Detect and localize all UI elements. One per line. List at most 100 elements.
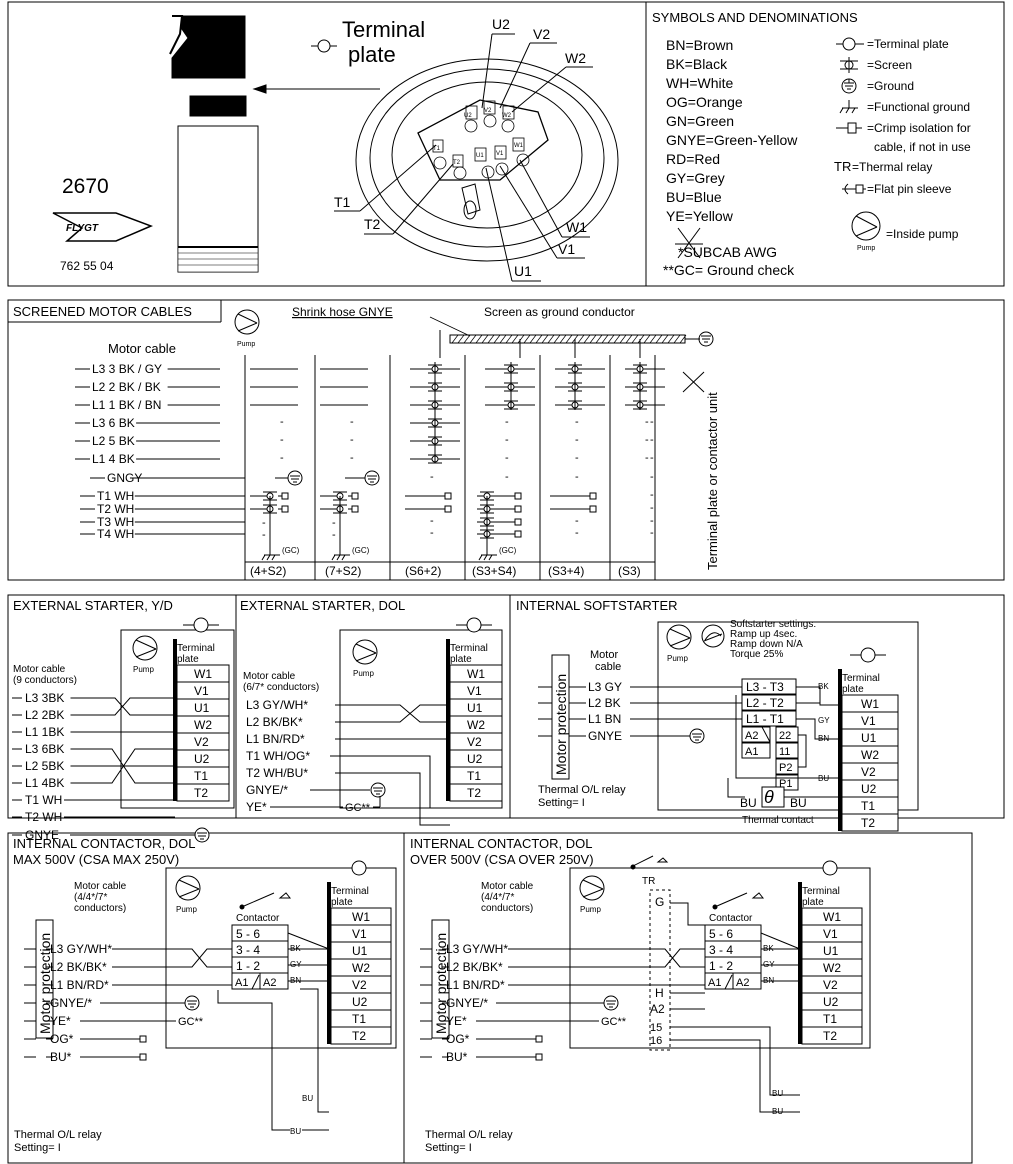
ground-circle — [364, 470, 380, 486]
column-label: (7+S2) — [325, 564, 361, 578]
terminal-label: U1 — [194, 701, 210, 715]
svg-text:WH=White: WH=White — [666, 75, 734, 91]
svg-text:=Ground: =Ground — [867, 79, 914, 93]
wire-color: BU — [290, 1127, 301, 1136]
terminal-label: U1 — [861, 731, 877, 745]
contact-label: 5 - 6 — [236, 927, 260, 941]
crimp-body — [351, 505, 359, 513]
wire-label: L1 4BK — [25, 776, 64, 790]
svg-text:W1: W1 — [514, 143, 524, 149]
wire-label: YE* — [246, 800, 267, 814]
hatch-line — [511, 334, 519, 344]
row-label: L2 5 BK — [92, 434, 135, 448]
dash: - — [650, 434, 654, 446]
terminal-plate-circle — [351, 860, 367, 876]
settings-label: Softstarter settings: — [730, 619, 816, 630]
dash: - — [430, 515, 434, 527]
terminal-plate-label: Terminal — [450, 643, 488, 654]
crimp-icon — [136, 1053, 147, 1061]
svg-text:T1: T1 — [433, 146, 441, 152]
wire-label: GNYE — [588, 729, 622, 743]
hatch-line — [625, 334, 633, 344]
crimp-body — [444, 505, 452, 513]
crimp-icon — [278, 505, 289, 513]
svg-text:V2: V2 — [533, 26, 550, 42]
terminal-label: V1 — [194, 684, 209, 698]
contact-label: 3 - 4 — [709, 943, 733, 957]
pump-circle — [352, 639, 378, 665]
terminal-plate-label: plate — [331, 897, 353, 908]
screen-ground-icon — [698, 331, 714, 347]
wire-label: L1 BN/RD* — [50, 978, 109, 992]
motor-cable-label: Motor cable — [13, 664, 66, 675]
pump-label: Pump — [133, 665, 154, 674]
pump-line — [178, 888, 200, 898]
wire-label: L3 GY — [588, 680, 622, 694]
bu-label: BU — [740, 796, 757, 810]
terminal-plate-label: Terminal — [842, 673, 880, 684]
flygt-logo: FLYGT — [52, 212, 154, 242]
wire-color: BK — [290, 944, 301, 953]
motor-cable-label: (4/4*/7* — [481, 892, 514, 903]
column-label: (S3+S4) — [472, 564, 516, 578]
row-label: GNGY — [107, 471, 142, 485]
wire-label: T2 WH — [25, 810, 62, 824]
dash: - — [505, 434, 509, 446]
terminal-label: U2 — [352, 995, 368, 1009]
svg-text:=Functional ground: =Functional ground — [867, 100, 970, 114]
terminal-plate-label: plate — [802, 897, 824, 908]
ground-circle — [287, 470, 303, 486]
tr-switch — [632, 855, 654, 867]
screen-icon — [840, 57, 858, 73]
terminal-label: W1 — [194, 667, 212, 681]
crimp-icon — [532, 1035, 543, 1043]
gc-label: (GC) — [499, 546, 517, 555]
hatch-line — [607, 334, 615, 344]
gc-label: GC** — [178, 1016, 204, 1028]
svg-text:=Terminal plate: =Terminal plate — [867, 37, 949, 51]
contact-label: 5 - 6 — [709, 927, 733, 941]
motor-cable-label: cable — [595, 661, 621, 673]
crimp-isolation-icon — [836, 122, 862, 134]
terminal-label: U2 — [861, 782, 877, 796]
svg-text:INTERNAL CONTACTOR, DOL: INTERNAL CONTACTOR, DOL — [410, 836, 593, 851]
row-label: T4 WH — [97, 527, 134, 541]
crimp-body — [514, 492, 522, 500]
svg-text:MAX 500V (CSA MAX 250V): MAX 500V (CSA MAX 250V) — [13, 852, 179, 867]
pump-line — [669, 637, 691, 647]
hatch-line — [649, 334, 657, 344]
gc-ground — [478, 554, 483, 561]
ground-icon — [603, 995, 619, 1011]
svg-text:INTERNAL SOFTSTARTER: INTERNAL SOFTSTARTER — [516, 598, 678, 613]
crimp-icon — [441, 505, 452, 513]
motor-protection-label: Motor protection — [37, 933, 53, 1034]
crimp-body — [535, 1053, 543, 1061]
motor-cable-label: Motor cable — [74, 881, 127, 892]
terminal-label: T2 — [467, 786, 481, 800]
ground-circle — [603, 995, 619, 1011]
crimp-body — [139, 1053, 147, 1061]
crimp-body — [589, 505, 597, 513]
terminal-cell — [330, 1026, 392, 1045]
pump-head-shape — [171, 15, 246, 79]
hatch-line — [529, 334, 537, 344]
wire — [670, 1026, 800, 1096]
tr-triangle — [656, 857, 669, 863]
contactor-500-panel: INTERNAL CONTACTOR, DOL MAX 500V (CSA MA… — [7, 832, 405, 1164]
ground-icon — [370, 782, 386, 798]
plate-pin-labels: U2 V2 W2 T1 T2 U1 V1 W1 — [433, 108, 524, 166]
svg-text:U2: U2 — [464, 113, 472, 119]
terminal-plate-circle — [822, 860, 838, 876]
relay-slash — [761, 726, 771, 743]
pump-line — [355, 652, 377, 662]
relay-box — [741, 726, 771, 743]
terminal-label: T2 — [194, 786, 208, 800]
svg-text:=Flat pin sleeve: =Flat pin sleeve — [867, 182, 952, 196]
dash: - — [650, 502, 654, 514]
hatch-line — [517, 334, 525, 344]
terminal-label: U1 — [467, 701, 483, 715]
motor-protection-label: Motor protection — [433, 933, 449, 1034]
wire-label: L2 BK/BK* — [50, 960, 107, 974]
row-label: T3 WH — [97, 515, 134, 529]
